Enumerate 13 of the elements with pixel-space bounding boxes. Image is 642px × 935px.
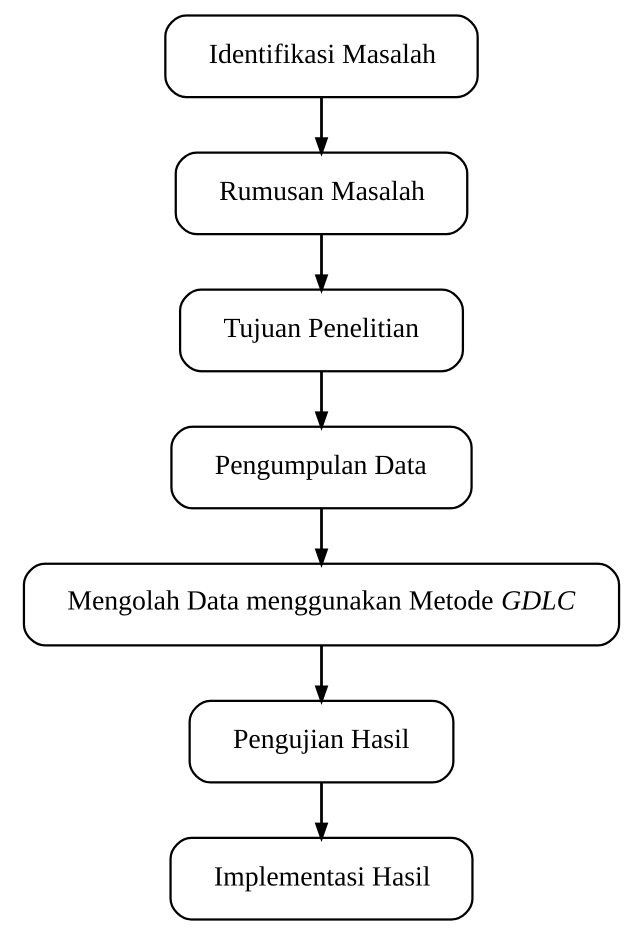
node-box: Mengolah Data menggunakan Metode GDLC bbox=[22, 562, 620, 646]
node-box: Tujuan Penelitian bbox=[178, 288, 464, 372]
arrow bbox=[314, 97, 328, 157]
arrow bbox=[314, 782, 328, 842]
arrow bbox=[314, 234, 328, 294]
node-box: Pengumpulan Data bbox=[170, 426, 472, 510]
arrow bbox=[314, 646, 328, 706]
node-box: Pengujian Hasil bbox=[188, 700, 454, 784]
arrow bbox=[314, 372, 328, 431]
node-box: Rumusan Masalah bbox=[174, 151, 468, 236]
node-box: Identifikasi Masalah bbox=[164, 14, 478, 98]
arrow bbox=[314, 508, 328, 568]
node-box: Implementasi Hasil bbox=[168, 836, 474, 921]
